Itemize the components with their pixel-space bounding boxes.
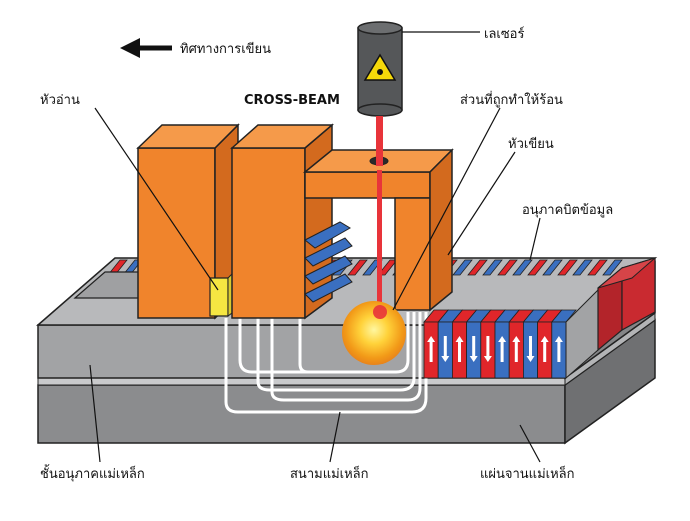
arrow-down-icon [441, 336, 450, 362]
arrow-down-icon [526, 336, 535, 362]
top-bit [587, 259, 608, 276]
arrow-up-icon [498, 336, 507, 362]
top-bit [542, 259, 563, 276]
arrow-down-icon [483, 336, 492, 362]
direction-arrow-icon [120, 38, 172, 58]
top-bit [347, 259, 368, 276]
read-head [136, 123, 240, 320]
direction-label: ทิศทางการเขียน [180, 41, 271, 57]
coil [304, 221, 353, 303]
write-head [230, 123, 454, 320]
magnetic-field-lines [224, 300, 428, 414]
bit-particles [423, 288, 599, 380]
bit-particles-label: อนุภาคบิตข้อมูล [522, 203, 613, 218]
top-bit [497, 259, 518, 276]
arrow-up-icon [427, 336, 436, 362]
laser-warning-icon [363, 53, 397, 81]
leader-lines [89, 31, 541, 463]
cross-beam-label: CROSS-BEAM [244, 93, 340, 108]
magnetic-particle-layer-label: ชั้นอนุภาคแม่เหล็ก [40, 464, 145, 482]
laser-label: เลเซอร์ [484, 26, 524, 42]
arrow-up-icon [554, 336, 563, 362]
top-bit [572, 259, 593, 276]
top-bit [512, 259, 533, 276]
top-bit [602, 259, 623, 276]
arrow-up-icon [512, 336, 521, 362]
magnetic-field-label: สนามแม่เหล็ก [290, 464, 369, 482]
arrow-down-icon [469, 336, 478, 362]
laser-unit [357, 21, 403, 310]
heated-spot [342, 301, 406, 365]
right-red-block [597, 257, 656, 352]
top-bit [557, 259, 578, 276]
top-bit [467, 259, 488, 276]
top-bit [527, 259, 548, 276]
top-bit [482, 259, 503, 276]
read-head-label: หัวอ่าน [40, 93, 80, 108]
arrow-up-icon [455, 336, 464, 362]
arrow-up-icon [540, 336, 549, 362]
top-bit [452, 259, 473, 276]
magnetic-platter-label: แผ่นจานแม่เหล็ก [480, 464, 575, 482]
write-head-label: หัวเขียน [508, 136, 554, 152]
heated-area-label: ส่วนที่ถูกทำให้ร้อน [460, 91, 563, 108]
